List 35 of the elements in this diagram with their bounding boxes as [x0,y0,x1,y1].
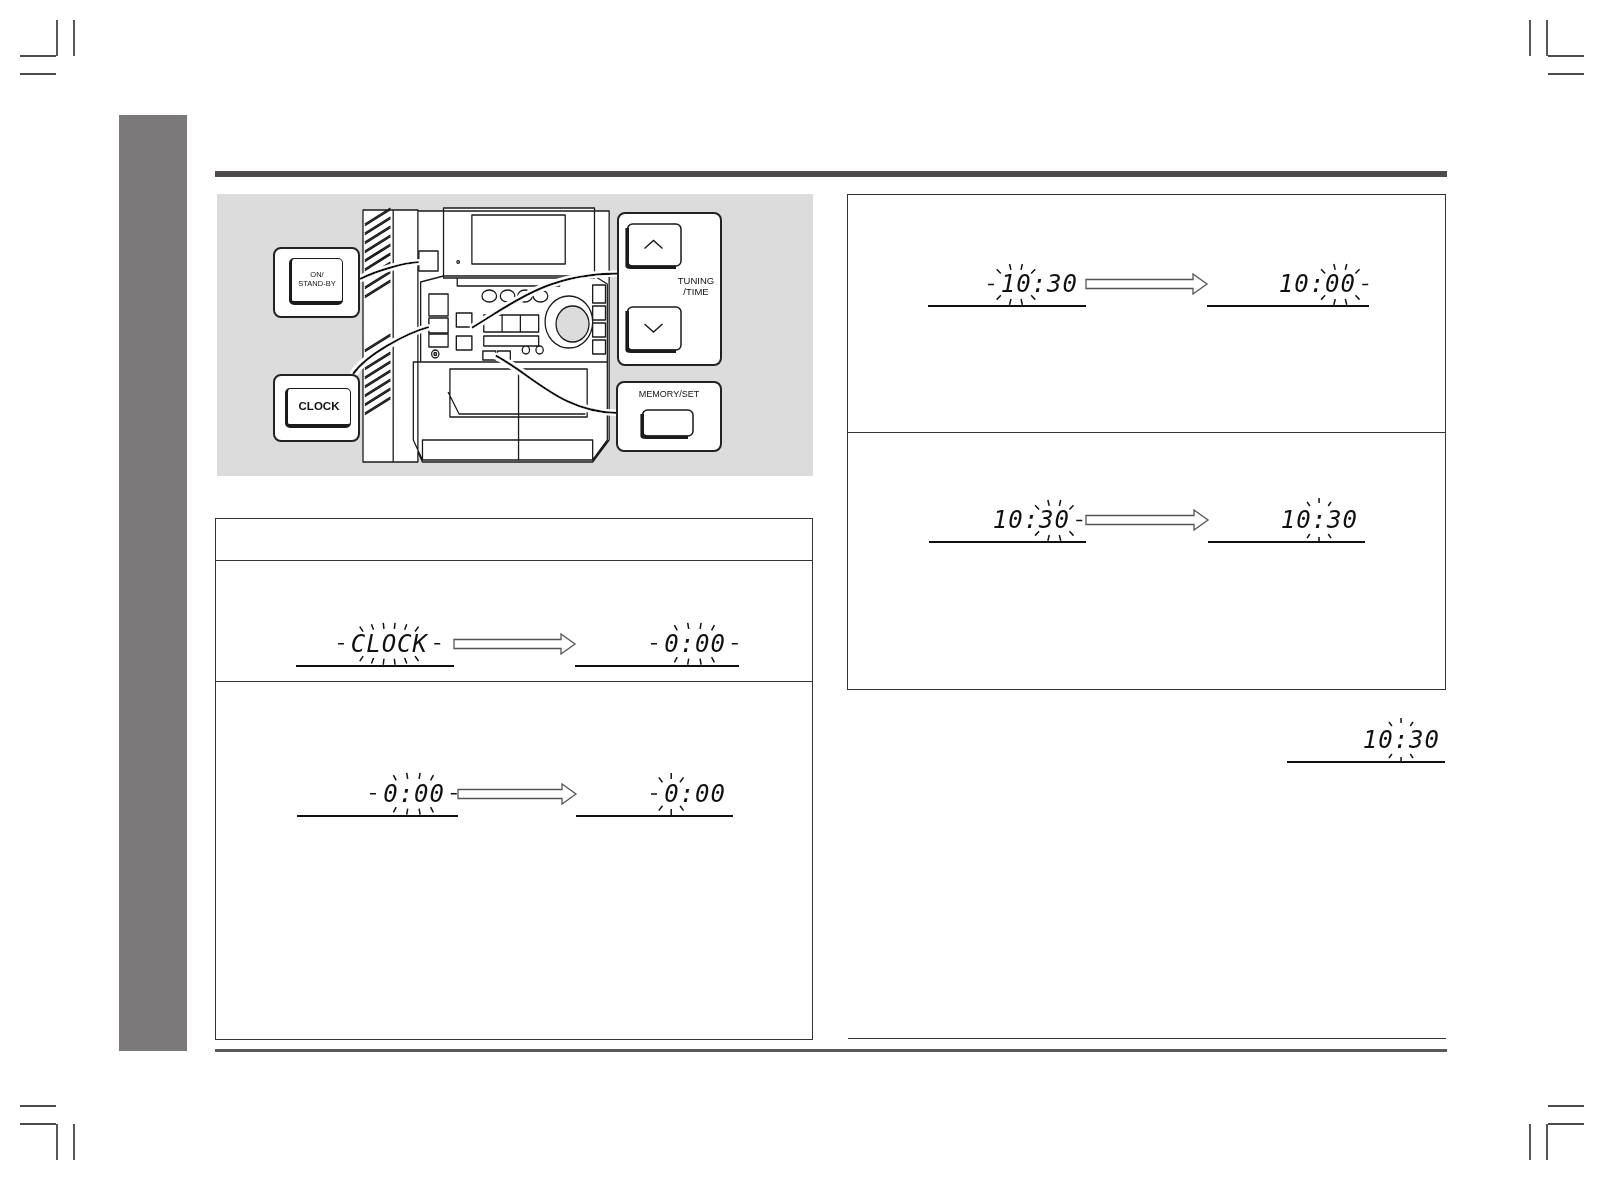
device-button [428,317,449,334]
lcd-readout: 0:00 [664,632,726,656]
hollow-arrow [1085,272,1209,296]
lcd-readout: 10:30 [1362,728,1440,752]
lcd-readout: 0:00 [383,782,445,806]
device-button [418,250,439,272]
key-label: MEMORY/SET [637,389,701,400]
lcd-display [928,261,1086,307]
callout-panel [617,212,722,366]
side-tab [119,115,187,1051]
button-pair [455,312,473,351]
callout-panel [273,247,360,318]
hollow-arrow [1085,508,1210,532]
device-button [482,350,497,361]
leader-line [471,272,618,329]
leader-line [495,354,617,415]
hollow-arrow [457,782,578,806]
hollow-arrow [453,632,577,656]
callout-panel [273,374,360,442]
lcd-readout: 10:30 [1000,272,1078,296]
lcd-display [1207,261,1369,307]
lcd-readout: 10:30 [1280,508,1358,532]
lcd-display [1208,496,1365,543]
lcd-display [929,497,1086,543]
lcd-readout: CLOCK [350,632,428,656]
callout-panel [616,381,722,452]
lcd-display [575,621,739,667]
lcd-readout: 0:00 [664,782,726,806]
lcd-display [297,771,458,817]
lcd-readout: 10:00 [1278,272,1356,296]
key-label: TUNING /TIME [676,276,716,298]
lcd-display [296,621,454,667]
lcd-display [576,771,733,817]
lcd-readout: 10:30 [992,508,1070,532]
key-cap: CLOCK [285,388,351,428]
